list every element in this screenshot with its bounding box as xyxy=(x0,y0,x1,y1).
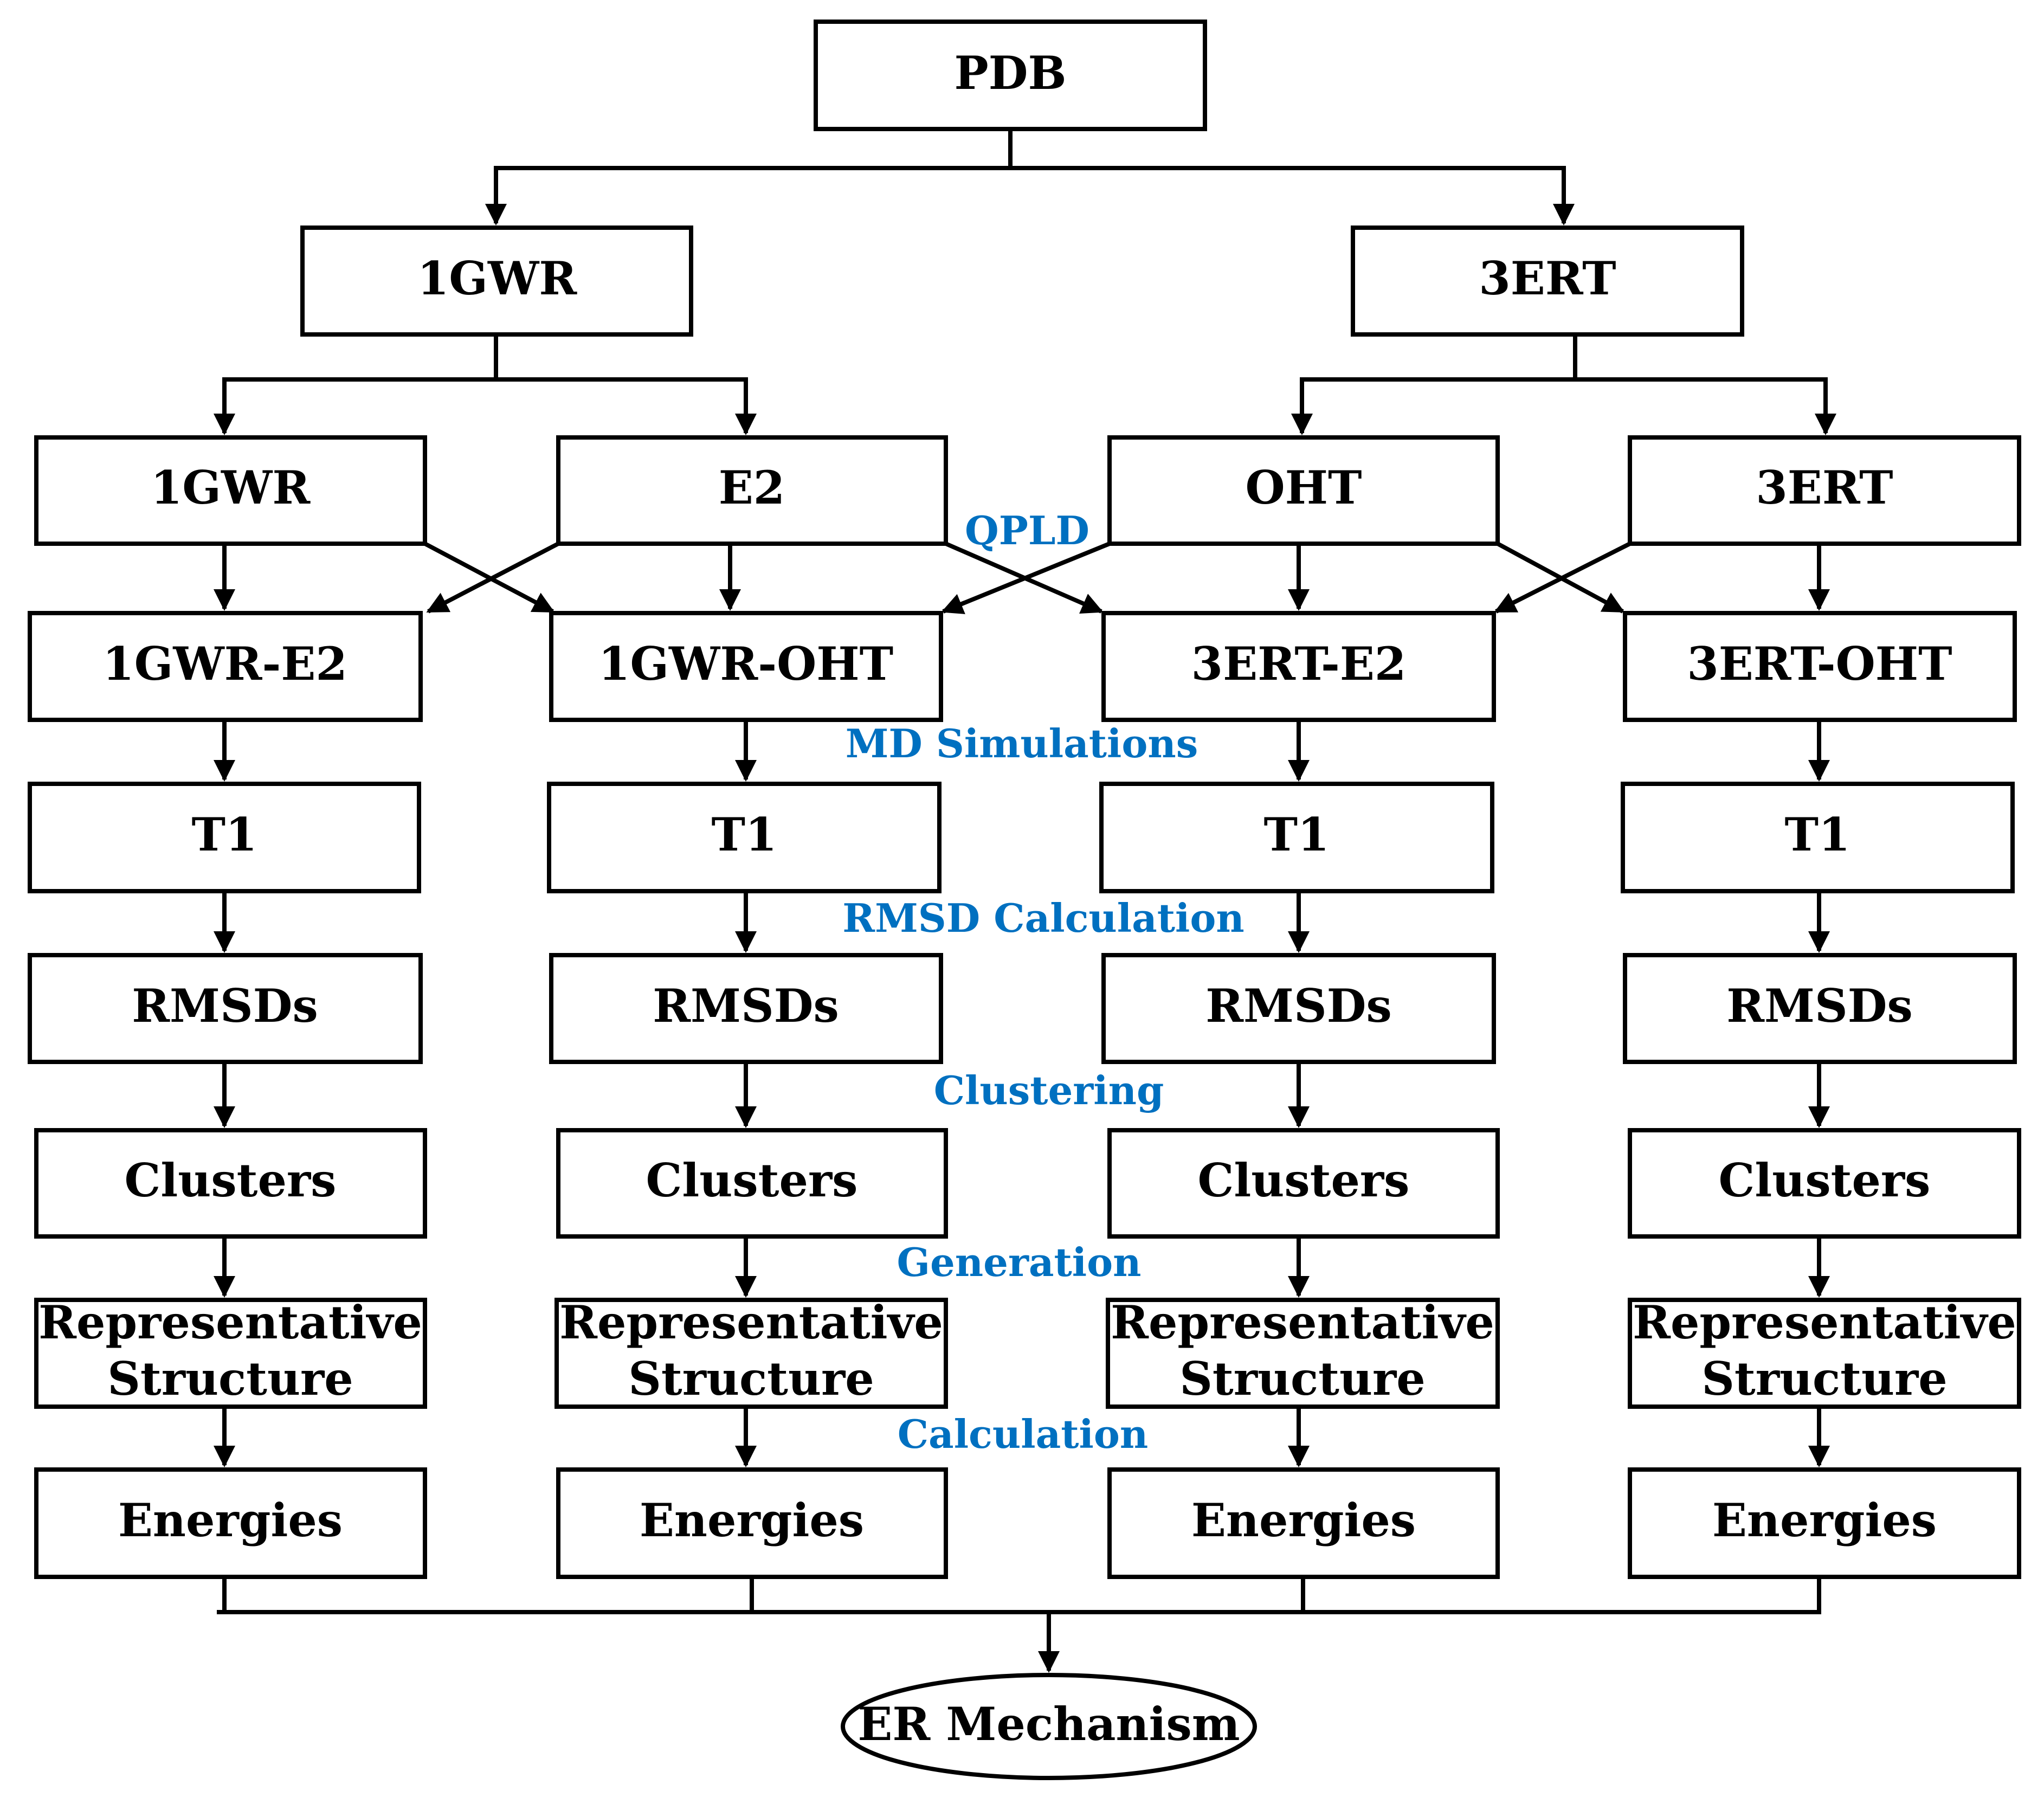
clusters-label: Clusters xyxy=(1719,1154,1931,1207)
structure-label: Structure xyxy=(628,1352,874,1406)
representative-box xyxy=(1628,1298,2021,1409)
structure-label: Structure xyxy=(1179,1352,1426,1406)
representative-box xyxy=(554,1298,948,1409)
step-labels: QPLD MD Simulations RMSD Calculation Clu… xyxy=(842,507,1245,1457)
node-3ert-label: 3ERT xyxy=(1756,461,1893,514)
clusters-box xyxy=(34,1128,427,1239)
connector-line xyxy=(485,129,1013,226)
complex-label: 3ERT-E2 xyxy=(1191,637,1407,691)
step-label-calculation: Calculation xyxy=(898,1411,1148,1457)
trajectory-label: T1 xyxy=(192,808,257,861)
node-e2-label: E2 xyxy=(719,461,785,514)
clusters-box xyxy=(1628,1128,2021,1239)
complex-label: 1GWR-E2 xyxy=(102,637,347,691)
step-label-clustering: Clustering xyxy=(934,1067,1164,1113)
energies-label: Energies xyxy=(1191,1493,1416,1547)
complex-label: 1GWR-OHT xyxy=(598,637,893,691)
node-oht-label: OHT xyxy=(1245,461,1362,514)
complex-label: 3ERT-OHT xyxy=(1687,637,1952,691)
energies-label: Energies xyxy=(1712,1493,1937,1547)
step-label-md: MD Simulations xyxy=(846,720,1198,766)
energies-box xyxy=(34,1467,427,1579)
energies-label: Energies xyxy=(640,1493,864,1547)
connector-line xyxy=(941,542,1111,614)
connector-line xyxy=(1010,166,1575,226)
clusters-label: Clusters xyxy=(125,1154,337,1207)
connector-line xyxy=(1291,334,1577,435)
labels: PDB 1GWR 3ERT 1GWR E2 OHT 3ERT 1GWR-E2 1… xyxy=(38,46,2016,1751)
node-1gwr-label: 1GWR xyxy=(151,461,311,514)
clusters-label: Clusters xyxy=(1198,1154,1410,1207)
connector-line xyxy=(1575,377,1836,435)
connector-line xyxy=(214,334,498,435)
node-3ert-top-label: 3ERT xyxy=(1479,252,1616,305)
step-label-qpld: QPLD xyxy=(965,507,1089,553)
trajectory-label: T1 xyxy=(1264,808,1330,861)
clusters-box xyxy=(556,1128,948,1239)
connector-line xyxy=(426,542,559,614)
connector-line xyxy=(496,377,757,435)
node-1gwr-top-label: 1GWR xyxy=(417,252,578,305)
representative-box xyxy=(34,1298,427,1409)
node-e2-box xyxy=(556,435,948,546)
step-label-rmsd: RMSD Calculation xyxy=(842,895,1245,941)
rmsd-label: RMSDs xyxy=(1205,979,1392,1033)
representative-box xyxy=(1106,1298,1500,1409)
energies-label: Energies xyxy=(118,1493,343,1547)
connector-line xyxy=(217,1577,1821,1614)
structure-label: Structure xyxy=(107,1352,353,1406)
node-3ert-box xyxy=(1628,435,2021,546)
connectors xyxy=(214,129,1836,1673)
result-ellipse xyxy=(841,1673,1257,1780)
connector-line xyxy=(1494,542,1631,614)
clusters-label: Clusters xyxy=(646,1154,858,1207)
step-label-generation: Generation xyxy=(897,1239,1141,1285)
result-label: ER Mechanism xyxy=(857,1697,1240,1751)
rmsd-label: RMSDs xyxy=(653,979,839,1033)
representative-label: Representative xyxy=(559,1296,943,1349)
boxes xyxy=(28,20,2021,1780)
representative-label: Representative xyxy=(1111,1296,1494,1349)
energies-box xyxy=(1628,1467,2021,1579)
node-oht-box xyxy=(1107,435,1500,546)
trajectory-label: T1 xyxy=(712,808,777,861)
representative-label: Representative xyxy=(38,1296,422,1349)
structure-label: Structure xyxy=(1701,1352,1948,1406)
trajectory-label: T1 xyxy=(1785,808,1850,861)
clusters-box xyxy=(1107,1128,1500,1239)
node-pdb-label: PDB xyxy=(954,46,1066,100)
node-3ert-top-box xyxy=(1351,226,1744,337)
rmsd-label: RMSDs xyxy=(1726,979,1913,1033)
representative-label: Representative xyxy=(1633,1296,2016,1349)
node-1gwr-box xyxy=(34,435,427,546)
rmsd-label: RMSDs xyxy=(132,979,318,1033)
